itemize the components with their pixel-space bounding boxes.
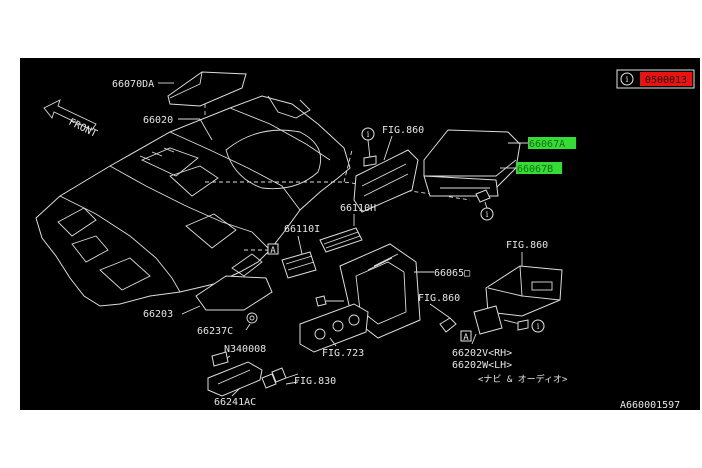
info-icon-glyph: i: [626, 75, 629, 84]
screw-ring-3[interactable]: i: [531, 319, 545, 333]
label-66067B: 66067B: [517, 164, 553, 175]
svg-text:i: i: [486, 210, 489, 219]
svg-text:A: A: [270, 246, 276, 256]
audio-unit-part[interactable]: [485, 265, 563, 317]
clip-part[interactable]: [246, 312, 258, 324]
center-vent-part[interactable]: [319, 227, 363, 253]
small-bolt-part[interactable]: [211, 351, 229, 367]
svg-text:i: i: [367, 130, 370, 139]
svg-text:i: i: [537, 322, 540, 331]
drawing-number: A660001597: [620, 400, 680, 411]
label-66065: 66065□: [434, 268, 470, 279]
svg-text:A: A: [463, 333, 469, 343]
display-unit-part[interactable]: [423, 129, 521, 197]
label-66241AC: 66241AC: [214, 397, 256, 408]
climate-control-part[interactable]: [299, 303, 369, 353]
screw-ring-1[interactable]: i: [361, 127, 375, 141]
label-66237C: 66237C: [197, 326, 233, 337]
info-icon: [620, 72, 634, 86]
label-66067A: 66067A: [529, 139, 565, 150]
label-fig860-right: FIG.860: [506, 240, 548, 251]
label-66110I: 66110I: [284, 224, 320, 235]
label-N340008: N340008: [224, 344, 266, 355]
label-66202W: 66202W<LH>: [452, 360, 512, 371]
switch-panel-part[interactable]: [207, 361, 263, 397]
label-66020: 66020: [143, 115, 173, 126]
front-arrow: FRONT: [43, 99, 99, 140]
ref-marker-a-1: A: [267, 243, 279, 256]
label-navi-audio: <ナビ & オーディオ>: [478, 373, 568, 385]
badge-code: 0500013: [645, 75, 687, 86]
label-66202V: 66202V<RH>: [452, 348, 512, 359]
label-66110H: 66110H: [340, 203, 376, 214]
center-bezel-part[interactable]: [353, 149, 419, 213]
screw-ring-2[interactable]: i: [480, 207, 494, 221]
ref-marker-a-2: A: [460, 330, 472, 343]
lower-cover-part[interactable]: [195, 275, 273, 311]
label-66203: 66203: [143, 309, 173, 320]
label-66070DA: 66070DA: [112, 79, 154, 90]
label-fig860-mid: FIG.860: [418, 293, 460, 304]
front-label: FRONT: [67, 117, 99, 140]
instrument-panel-part[interactable]: [35, 95, 351, 307]
side-vent-part[interactable]: [281, 251, 317, 279]
label-fig860-top: FIG.860: [382, 125, 424, 136]
label-fig830: FIG.830: [294, 376, 336, 387]
label-fig723: FIG.723: [322, 348, 364, 359]
info-badge[interactable]: i 0500013: [616, 69, 695, 89]
